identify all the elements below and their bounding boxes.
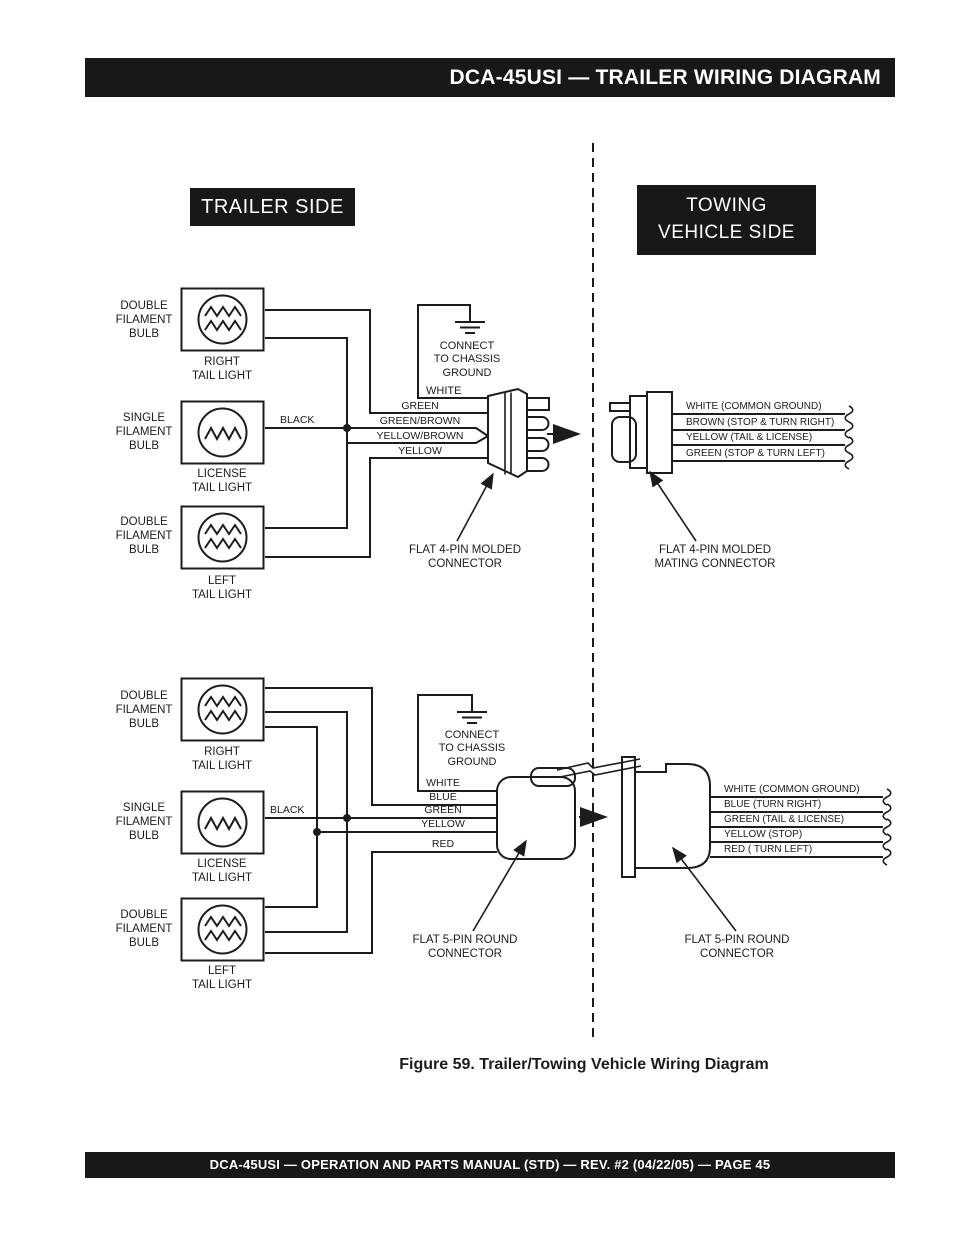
towing-wire-label: YELLOW (TAIL & LICENSE): [686, 432, 813, 443]
chassis-ground-label: CONNECT TO CHASSIS GROUND: [438, 729, 506, 768]
callout-line-5pin-connector: [472, 839, 527, 932]
wire-color-label: BLACK: [280, 414, 315, 426]
left-tail-light-bulb: [182, 899, 264, 961]
callout-line-5pin-mating: [672, 846, 737, 932]
towing-wire-label: GREEN (TAIL & LICENSE): [724, 814, 845, 825]
towing-wire-label: WHITE (COMMON GROUND): [724, 784, 860, 795]
lower-bulbs: [182, 679, 264, 961]
connector-callout-label: FLAT 5-PIN ROUND CONNECTOR: [412, 934, 518, 961]
five-pin-round-connector: [496, 758, 642, 860]
light-name-label: LICENSE TAIL LIGHT: [191, 858, 253, 885]
wire-color-label: GREEN/BROWN: [379, 415, 461, 427]
lower-trailer-wires: [265, 687, 497, 954]
license-tail-light-bulb: [182, 402, 264, 464]
lower-towing-wires: [710, 788, 892, 866]
ground-symbol-icon: [457, 711, 487, 724]
wire-color-label: WHITE: [426, 385, 462, 397]
wire-break-icon: [844, 405, 854, 423]
ground-symbol-icon: [455, 321, 485, 334]
bulb-type-label: SINGLE FILAMENT BULB: [115, 802, 173, 843]
wire-color-label: GREEN: [424, 804, 462, 816]
wire-color-label: RED: [431, 838, 455, 850]
junction-dot: [313, 828, 321, 836]
upper-bulbs: [182, 289, 264, 569]
four-pin-molded-connector: [487, 387, 550, 479]
footer-text: DCA-45USI — OPERATION AND PARTS MANUAL (…: [85, 1152, 895, 1178]
wire-color-label: BLUE: [429, 791, 457, 803]
wire-break-icon: [882, 803, 892, 821]
figure-caption: Figure 59. Trailer/Towing Vehicle Wiring…: [399, 1056, 769, 1073]
five-pin-round-mating-connector: [621, 756, 711, 878]
wire-break-icon: [844, 452, 854, 470]
towing-wire-label: GREEN (STOP & TURN LEFT): [686, 448, 825, 459]
wire-color-label: YELLOW: [421, 818, 465, 830]
wire-color-label: BLACK: [270, 804, 305, 816]
upper-towing-wires: [672, 405, 854, 470]
light-name-label: LEFT TAIL LIGHT: [191, 965, 253, 992]
wire-break-icon: [844, 421, 854, 439]
light-name-label: RIGHT TAIL LIGHT: [191, 356, 253, 383]
wire-break-icon: [882, 788, 892, 806]
right-tail-light-bulb: [182, 679, 264, 741]
wire-break-icon: [882, 848, 892, 866]
upper-trailer-wires: [265, 309, 489, 558]
towing-side-heading: TOWING VEHICLE SIDE: [637, 185, 816, 255]
wire-color-label: GREEN: [401, 400, 439, 412]
lower-chassis-ground: [417, 694, 497, 792]
license-tail-light-bulb: [182, 792, 264, 854]
bulb-type-label: DOUBLE FILAMENT BULB: [115, 909, 173, 950]
callout-line-4pin-connector: [456, 472, 494, 542]
right-tail-light-bulb: [182, 289, 264, 351]
wire-break-icon: [882, 818, 892, 836]
page-title: DCA-45USI — TRAILER WIRING DIAGRAM: [85, 58, 895, 97]
bulb-type-label: DOUBLE FILAMENT BULB: [115, 690, 173, 731]
towing-wire-label: YELLOW (STOP): [724, 829, 803, 840]
wire-color-label: WHITE: [426, 777, 460, 789]
bulb-type-label: SINGLE FILAMENT BULB: [115, 412, 173, 453]
bulb-type-label: DOUBLE FILAMENT BULB: [115, 300, 173, 341]
junction-dot: [343, 424, 351, 432]
bulb-type-label: DOUBLE FILAMENT BULB: [115, 516, 173, 557]
junction-dot: [343, 814, 351, 822]
upper-chassis-ground: [417, 304, 488, 399]
trailer-side-heading: TRAILER SIDE: [190, 188, 355, 226]
left-tail-light-bulb: [182, 507, 264, 569]
light-name-label: RIGHT TAIL LIGHT: [191, 746, 253, 773]
four-pin-mating-connector: [609, 391, 673, 474]
connector-callout-label: FLAT 4-PIN MOLDED MATING CONNECTOR: [654, 544, 776, 571]
light-name-label: LICENSE TAIL LIGHT: [191, 468, 253, 495]
wire-break-icon: [844, 436, 854, 454]
towing-wire-label: BLUE (TURN RIGHT): [724, 799, 822, 810]
wire-color-label: YELLOW: [398, 445, 442, 457]
callout-line-4pin-mating: [649, 470, 697, 542]
connector-callout-label: FLAT 5-PIN ROUND CONNECTOR: [684, 934, 790, 961]
towing-wire-label: WHITE (COMMON GROUND): [686, 401, 822, 412]
wire-color-label: YELLOW/BROWN: [376, 430, 464, 442]
wire-break-icon: [882, 833, 892, 851]
connector-callout-label: FLAT 4-PIN MOLDED CONNECTOR: [408, 544, 522, 571]
towing-wire-label: BROWN (STOP & TURN RIGHT): [686, 417, 835, 428]
light-name-label: LEFT TAIL LIGHT: [191, 575, 253, 602]
chassis-ground-label: CONNECT TO CHASSIS GROUND: [433, 340, 501, 379]
towing-wire-label: RED ( TURN LEFT): [724, 844, 813, 855]
